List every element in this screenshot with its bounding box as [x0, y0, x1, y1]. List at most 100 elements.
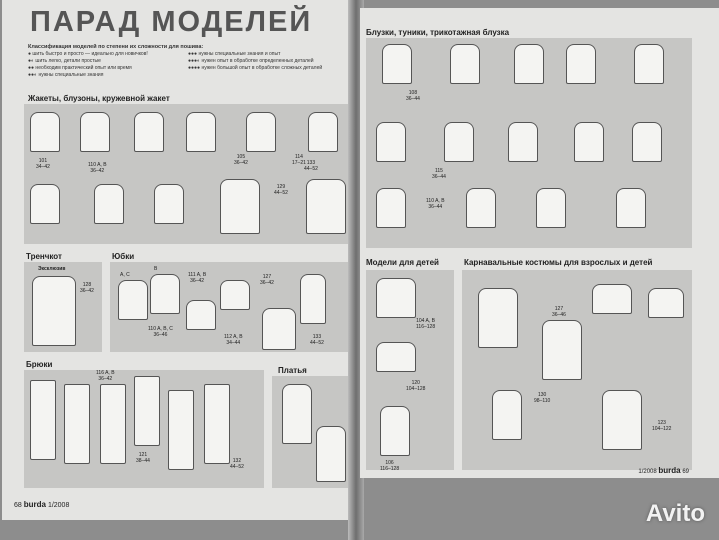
garment-drawing — [134, 112, 164, 152]
garment-drawing — [246, 112, 276, 152]
garment-drawing — [308, 112, 338, 152]
garment-drawing — [94, 184, 124, 224]
model-label: 133 44–52 — [304, 160, 318, 172]
model-label: 101 34–42 — [36, 158, 50, 170]
garment-drawing — [536, 188, 566, 228]
model-label: 115 36–44 — [432, 168, 446, 180]
variant-label: A, C — [120, 272, 130, 278]
garment-drawing — [30, 112, 60, 152]
garment-drawing — [282, 384, 312, 444]
garment-drawing — [32, 276, 76, 346]
garment-drawing — [134, 376, 160, 446]
legend-heading: Классификация моделей по степени их слож… — [28, 44, 204, 50]
right-page: Блузки, туники, трикотажная блузка 108 3… — [360, 8, 719, 478]
garment-drawing — [542, 320, 582, 380]
garment-drawing — [376, 278, 416, 318]
garment-drawing — [514, 44, 544, 84]
garment-drawing — [376, 188, 406, 228]
section-skirts: Юбки — [112, 252, 135, 261]
section-jackets: Жакеты, блузоны, кружевной жакет — [28, 94, 170, 103]
garment-drawing — [376, 342, 416, 372]
model-label: 123 104–122 — [652, 420, 672, 432]
dresses-panel — [272, 376, 352, 488]
garment-drawing — [30, 380, 56, 460]
page-number: 69 — [682, 469, 689, 475]
model-label: 129 44–52 — [274, 184, 288, 196]
kids-panel: 104 A, B 116–128 120 104–128 106 116–128 — [366, 270, 454, 472]
model-label: 133 44–52 — [310, 334, 324, 346]
jackets-panel: 101 34–42 110 A, B 36–42 105 36–42 114 1… — [24, 104, 354, 244]
model-label: 130 98–110 — [534, 392, 551, 404]
brand-logo: burda — [23, 500, 46, 509]
model-label: 110 A, B, C 36–46 — [148, 326, 173, 338]
garment-drawing — [602, 390, 642, 450]
section-carnival: Карнавальные костюмы для взрослых и дете… — [464, 258, 653, 267]
model-label: 111 A, B 36–42 — [188, 272, 207, 284]
garment-drawing — [186, 112, 216, 152]
garment-drawing — [300, 274, 326, 324]
garment-drawing — [154, 184, 184, 224]
trousers-panel: 116 A, B 36–42 121 38–44 132 44–52 — [24, 370, 264, 488]
difficulty-legend: Классификация моделей по степени их слож… — [28, 44, 338, 79]
skirts-panel: A, C B 111 A, B 36–42 127 36–42 110 A, B… — [110, 262, 354, 352]
garment-drawing — [306, 179, 346, 234]
left-footer: 68 burda 1/2008 — [14, 500, 69, 509]
model-label: 132 44–52 — [230, 458, 244, 470]
legend-item: ●●◐ нужны специальные знания — [28, 72, 104, 78]
model-label: 110 A, B 36–42 — [88, 162, 107, 174]
garment-drawing — [450, 44, 480, 84]
model-label: 112 A, B 34–44 — [224, 334, 243, 346]
issue-number: 1/2008 — [47, 502, 70, 509]
blouses-panel: 108 36–44 115 36–44 110 A, B 36–44 — [366, 38, 692, 248]
avito-watermark: Avito — [645, 500, 705, 527]
model-label: 127 36–42 — [260, 274, 274, 286]
model-label: 105 36–42 — [234, 154, 248, 166]
garment-drawing — [316, 426, 346, 482]
model-label: 104 A, B 116–128 — [416, 318, 436, 330]
brand-logo: burda — [658, 466, 681, 475]
section-trousers: Брюки — [26, 360, 53, 369]
garment-drawing — [204, 384, 230, 464]
section-blouses: Блузки, туники, трикотажная блузка — [366, 28, 510, 37]
page-number: 68 — [14, 502, 22, 509]
garment-drawing — [444, 122, 474, 162]
legend-item: ●◐ шить легко, детали простые — [28, 58, 101, 64]
section-trench: Тренчкот — [26, 252, 62, 261]
model-label: 121 38–44 — [136, 452, 150, 464]
carnival-panel: 127 36–46 130 98–110 123 104–122 — [462, 270, 692, 470]
model-label: 116 A, B 36–42 — [96, 370, 115, 382]
garment-drawing — [220, 179, 260, 234]
trench-panel: Эксклюзив 128 36–42 — [24, 262, 102, 352]
garment-drawing — [30, 184, 60, 224]
garment-drawing — [492, 390, 522, 440]
model-label: 108 36–44 — [406, 90, 420, 102]
garment-drawing — [150, 274, 180, 314]
model-label: 127 36–46 — [552, 306, 566, 318]
garment-drawing — [262, 308, 296, 350]
garment-drawing — [632, 122, 662, 162]
garment-drawing — [648, 288, 684, 318]
garment-drawing — [592, 284, 632, 314]
section-kids: Модели для детей — [366, 258, 439, 267]
issue-number: 1/2008 — [638, 469, 657, 475]
garment-drawing — [380, 406, 410, 456]
legend-item: ●● необходим практический опыт или время — [28, 65, 132, 71]
model-label: 110 A, B 36–44 — [426, 198, 445, 210]
garment-drawing — [168, 390, 194, 470]
garment-drawing — [508, 122, 538, 162]
page-title: ПАРАД МОДЕЛЕЙ — [30, 6, 313, 38]
garment-drawing — [376, 122, 406, 162]
left-page: ПАРАД МОДЕЛЕЙ Классификация моделей по с… — [2, 0, 354, 520]
section-dresses: Платья — [278, 366, 307, 375]
model-label: 106 116–128 — [380, 460, 400, 472]
legend-item: ●●●◐ нужен опыт в обработке определенных… — [188, 58, 314, 64]
legend-item: ●●● нужны специальные знания и опыт — [188, 51, 281, 57]
garment-drawing — [100, 384, 126, 464]
model-label: 128 36–42 — [80, 282, 94, 294]
variant-label: B — [154, 266, 158, 272]
garment-drawing — [616, 188, 646, 228]
garment-drawing — [80, 112, 110, 152]
garment-drawing — [186, 300, 216, 330]
legend-item: ●●●● нужен большой опыт в обработке слож… — [188, 65, 323, 71]
garment-drawing — [64, 384, 90, 464]
